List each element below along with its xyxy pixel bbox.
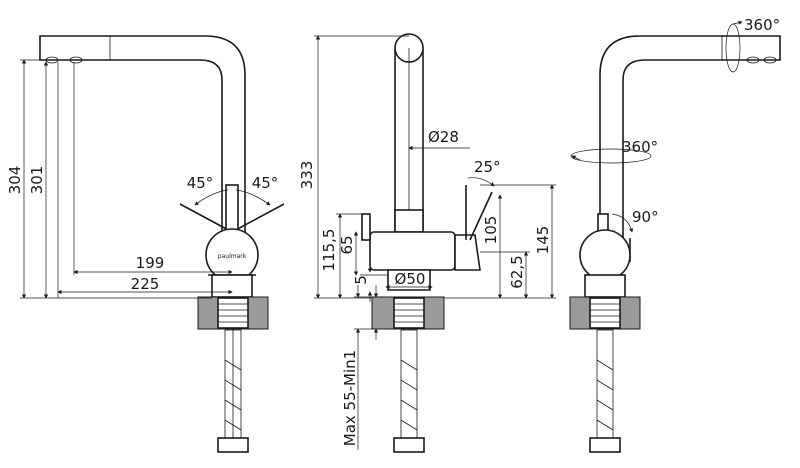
left-view: paulmark 304 301 199 225 45° 45° (6, 35, 285, 453)
brand-logo: paulmark (218, 253, 247, 260)
right-body (579, 229, 631, 281)
angle-25: 25° (474, 158, 501, 176)
middle-nut (393, 437, 425, 453)
right-nut (589, 437, 621, 453)
dim-5: 5 (352, 275, 370, 285)
middle-view: 333 Ø28 115,5 65 5 Ø50 145 105 62,5 25° (298, 33, 556, 453)
dim-145: 145 (534, 226, 552, 255)
right-view: 360° 360° 90° (569, 16, 781, 453)
left-handle-left (179, 203, 233, 233)
left-handle-right (231, 203, 285, 233)
rotation-360-mid (570, 148, 652, 164)
dim-304: 304 (6, 166, 24, 195)
angle-45-left: 45° (187, 174, 214, 192)
dim-62-5: 62,5 (508, 255, 526, 288)
angle-360-top: 360° (744, 16, 780, 34)
dim-65: 65 (338, 235, 356, 254)
rotation-360-top (725, 23, 741, 73)
middle-lever-tilted (469, 191, 493, 241)
dim-d28: Ø28 (428, 128, 459, 146)
angle-360-mid: 360° (622, 138, 658, 156)
dim-199: 199 (136, 254, 165, 272)
left-nut (217, 437, 249, 453)
angle-90: 90° (632, 208, 659, 226)
left-spout (39, 35, 246, 246)
left-base (211, 274, 253, 298)
dim-105: 105 (482, 216, 500, 245)
dim-115-5: 115,5 (320, 229, 338, 272)
middle-body (369, 231, 456, 271)
left-mount (217, 297, 249, 329)
middle-lever-joint (454, 234, 481, 271)
dim-333: 333 (298, 161, 316, 190)
middle-front-knob (361, 213, 371, 241)
dim-225: 225 (131, 275, 160, 293)
right-mount (589, 297, 621, 329)
dim-mount-thickness: Max 55-Min1 (341, 350, 359, 446)
angle-45-right: 45° (252, 174, 279, 192)
dim-d50: Ø50 (395, 270, 426, 288)
middle-spout-collar (394, 209, 424, 233)
dim-301: 301 (28, 166, 46, 195)
left-outlet-1 (45, 56, 59, 64)
right-base (584, 274, 626, 298)
left-outlet-2 (69, 56, 83, 64)
middle-mount (393, 297, 425, 329)
